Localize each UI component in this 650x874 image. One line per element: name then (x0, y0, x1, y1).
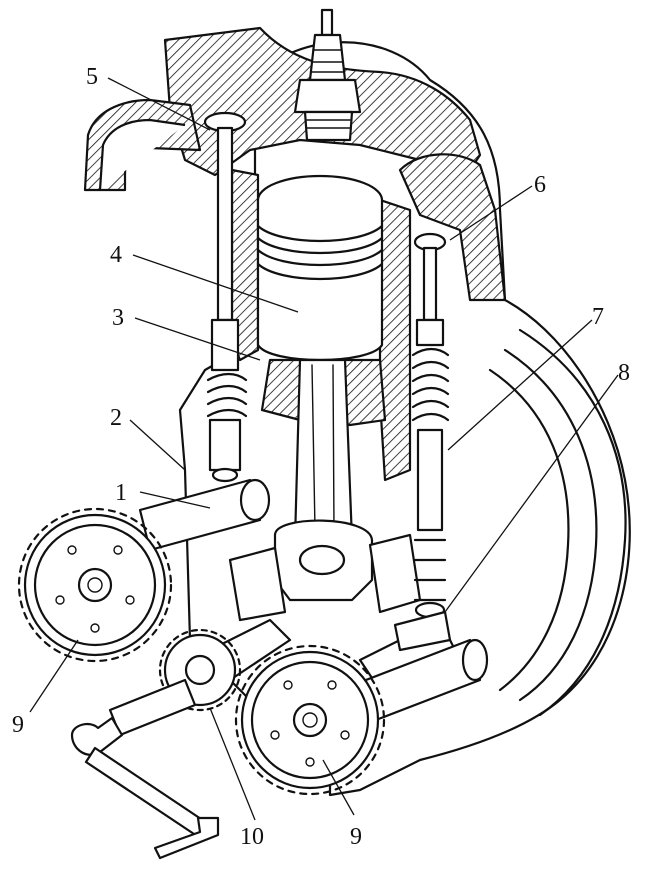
callout-8: 8 (618, 360, 630, 386)
callout-4: 4 (110, 242, 122, 268)
leader-5 (107, 77, 211, 131)
callout-2: 2 (110, 405, 122, 431)
leader-7 (447, 319, 593, 451)
leader-2 (129, 419, 186, 471)
callout-3: 3 (112, 305, 124, 331)
leader-1 (139, 491, 211, 509)
leader-3 (134, 317, 261, 361)
right-cam-gear (234, 644, 386, 796)
crank-handle (70, 678, 220, 860)
leader-4 (132, 254, 299, 313)
callout-9-right: 9 (350, 824, 362, 850)
intake-valve (203, 111, 248, 483)
leader-8 (444, 374, 619, 613)
callout-5: 5 (86, 64, 98, 90)
callout-10: 10 (240, 824, 264, 850)
connecting-rod (273, 358, 374, 602)
callout-labels: 1 2 3 4 5 6 7 8 9 9 10 (12, 64, 630, 850)
piston (256, 174, 384, 362)
callout-6: 6 (534, 172, 546, 198)
leader-9b (322, 759, 355, 816)
leader-6 (449, 185, 533, 241)
leader-10 (209, 707, 256, 821)
callout-9-left: 9 (12, 712, 24, 738)
callout-7: 7 (592, 304, 604, 330)
spark-plug (293, 8, 362, 142)
callout-leaders (29, 77, 619, 821)
exhaust-valve (411, 232, 450, 619)
left-cam-gear (17, 507, 173, 663)
leader-9a (29, 639, 79, 713)
callout-1: 1 (115, 480, 127, 506)
